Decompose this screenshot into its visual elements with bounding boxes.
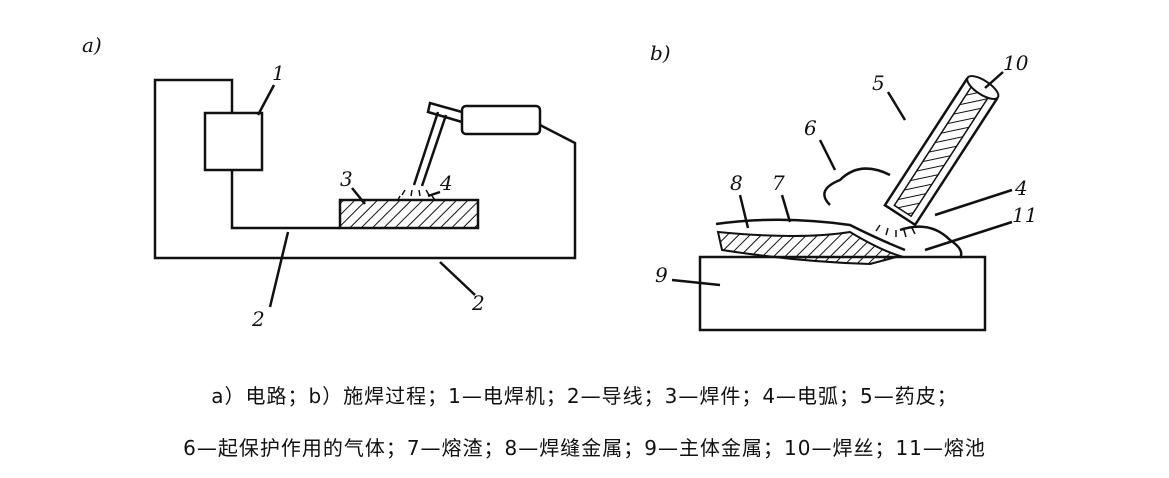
- label-2a: 2: [251, 307, 265, 331]
- arc-b: [875, 224, 916, 238]
- label-4: 4: [439, 171, 453, 195]
- wire-inner: [230, 170, 340, 230]
- label-9: 9: [655, 263, 668, 287]
- label-7: 7: [772, 171, 785, 195]
- weld-metal: [716, 230, 904, 266]
- label-2b: 2: [471, 291, 485, 315]
- label-3: 3: [340, 167, 353, 191]
- electrode-b: [883, 75, 1000, 227]
- diagram-canvas: a) 1 2 2 3 4 b) 4 5 6: [82, 33, 1037, 332]
- label-10: 10: [1003, 51, 1029, 75]
- label-1: 1: [272, 61, 285, 85]
- label-8: 8: [730, 171, 743, 195]
- welding-machine: [203, 111, 264, 172]
- panel-b-process: b) 4 5 6 7 8 9 10 11: [650, 41, 1037, 332]
- workpiece: [338, 198, 480, 230]
- label-6: 6: [804, 116, 817, 140]
- caption-line-2: 6—起保护作用的气体；7—熔渣；8—焊缝金属；9—主体金属；10—焊丝；11—熔…: [183, 436, 986, 460]
- wire-outer: [153, 78, 577, 260]
- label-5: 5: [872, 71, 885, 95]
- panel-a-circuit: a) 1 2 2 3 4: [82, 33, 577, 331]
- panel-a-tag: a): [82, 33, 102, 57]
- caption-line-1: a）电路；b）施焊过程；1—电焊机；2—导线；3—焊件；4—电弧；5—药皮；: [211, 384, 958, 408]
- electrode: [412, 111, 448, 187]
- base-metal: [698, 255, 987, 332]
- panel-b-tag: b): [650, 41, 671, 65]
- label-11: 11: [1012, 203, 1037, 227]
- torch-handle: [460, 104, 542, 136]
- slag: [715, 218, 906, 252]
- label-4b: 4: [1014, 176, 1028, 200]
- arc: [397, 189, 436, 201]
- shield-gas: [823, 167, 963, 259]
